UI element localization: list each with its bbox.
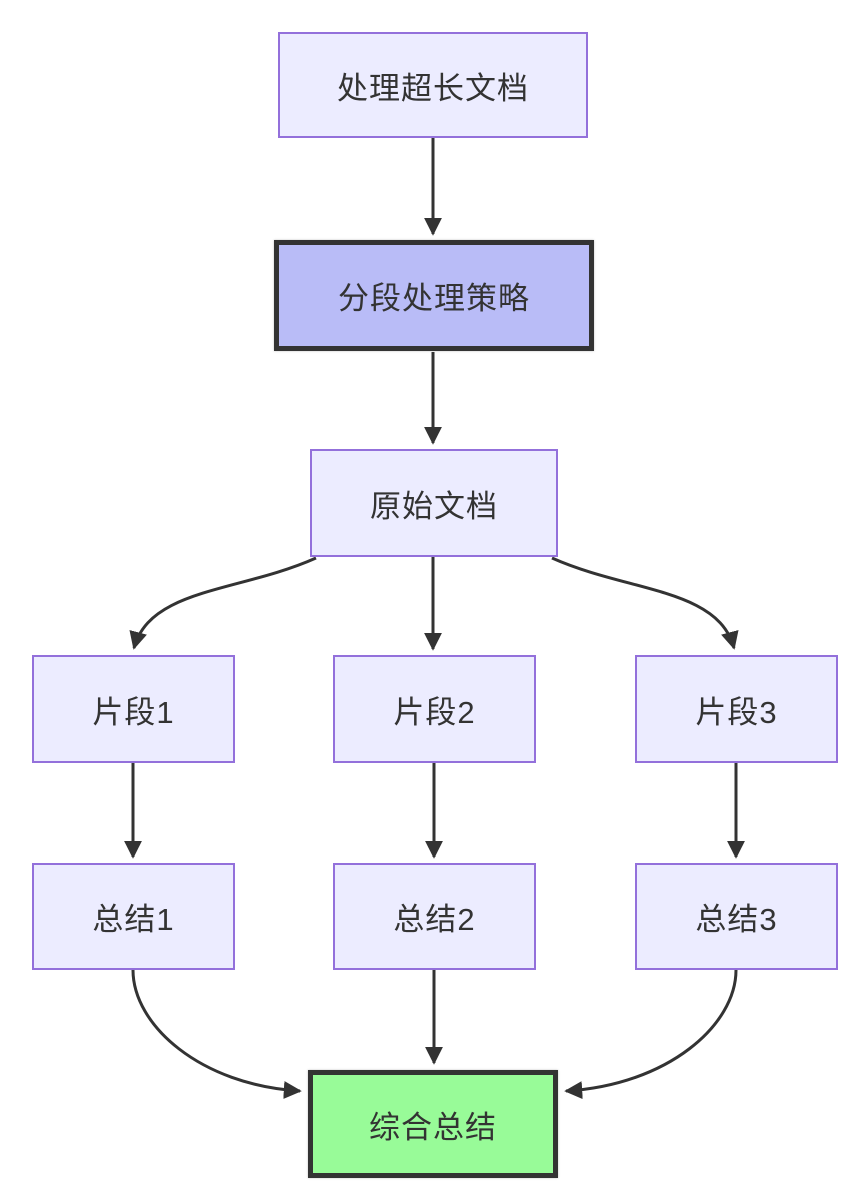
node-summary-3: 总结3: [635, 863, 838, 970]
edge-original-frag1: [129, 556, 317, 650]
node-process-long-doc-label: 处理超长文档: [337, 70, 529, 106]
node-fragment-3-label: 片段3: [695, 694, 778, 730]
node-fragment-2: 片段2: [333, 655, 536, 763]
node-original-doc: 原始文档: [310, 449, 558, 557]
node-summary-3-label: 总结3: [695, 902, 778, 937]
node-segmentation-strategy-label: 分段处理策略: [338, 281, 530, 316]
node-final-summary-label: 综合总结: [369, 1109, 497, 1145]
node-fragment-1: 片段1: [32, 655, 235, 763]
node-fragment-2-label: 片段2: [393, 694, 476, 730]
node-fragment-3: 片段3: [635, 655, 838, 763]
node-segmentation-strategy: 分段处理策略: [274, 240, 594, 351]
node-fragment-1-label: 片段1: [92, 694, 175, 730]
edge-original-frag3: [551, 556, 739, 650]
edge-sum3-final: [564, 969, 738, 1100]
node-summary-1: 总结1: [32, 863, 235, 970]
node-summary-2: 总结2: [333, 863, 536, 970]
node-original-doc-label: 原始文档: [370, 488, 498, 524]
node-final-summary: 综合总结: [308, 1070, 558, 1178]
node-summary-1-label: 总结1: [92, 902, 175, 937]
edge-sum1-final: [131, 969, 302, 1100]
node-process-long-doc: 处理超长文档: [278, 32, 588, 138]
node-summary-2-label: 总结2: [393, 902, 476, 937]
